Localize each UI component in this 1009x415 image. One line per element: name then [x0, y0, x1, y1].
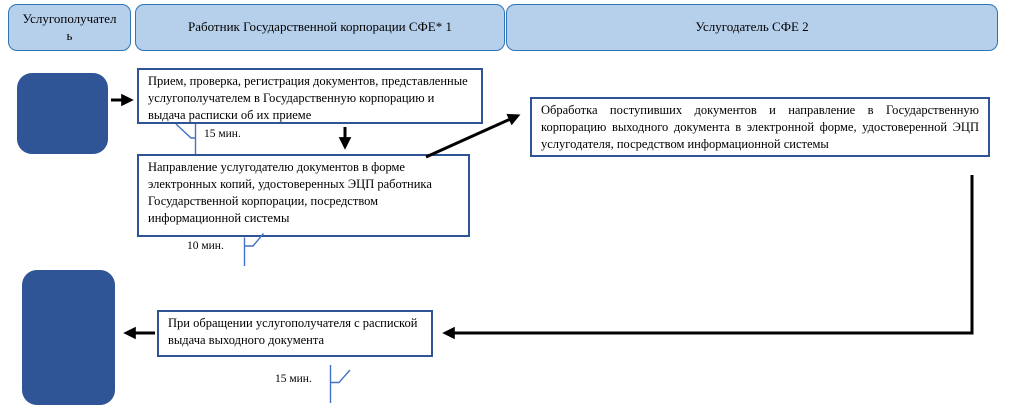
terminal-start-shape	[17, 73, 108, 154]
step-reception-box: Прием, проверка, регистрация документов,…	[137, 68, 483, 124]
lane-header-label: Услугодатель СФЕ 2	[695, 19, 809, 35]
duration-label-3: 15 мин.	[275, 373, 312, 385]
step-send-to-provider-box: Направление услугодателю документов в фо…	[137, 154, 470, 237]
arrow-step3-to-step4	[442, 175, 974, 340]
step-processing-box: Обработка поступивших документов и напра…	[530, 97, 990, 157]
lane-header-provider: Услугодатель СФЕ 2	[506, 4, 998, 51]
duration-label-1: 15 мин.	[204, 128, 241, 140]
callout-3-leader-line	[330, 369, 351, 384]
step-issue-document-box: При обращении услугополучателя с расписк…	[157, 310, 433, 357]
terminal-end-shape	[22, 270, 115, 405]
lane-header-label: Работник Государственной корпорации СФЕ*…	[187, 19, 452, 35]
callout-1-leader-line	[175, 123, 196, 139]
lane-header-label: Услугополучатель	[22, 11, 117, 43]
lane-header-corporation-worker: Работник Государственной корпорации СФЕ*…	[135, 4, 505, 51]
lane-header-recipient: Услугополучатель	[8, 4, 131, 51]
duration-label-2: 10 мин.	[187, 240, 224, 252]
